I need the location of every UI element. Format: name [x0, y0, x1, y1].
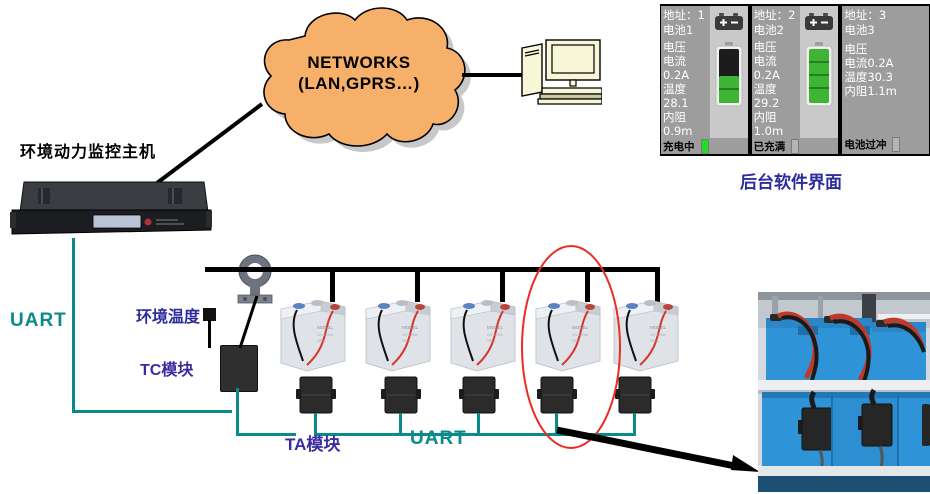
- wire-tc-module-to-uart-bus: [236, 388, 239, 436]
- ta-link-drop-5: [633, 413, 636, 435]
- svg-text:12V 100Ah: 12V 100Ah: [572, 333, 588, 337]
- battery-gauge: [800, 38, 839, 138]
- battery-status-row: 电池过冲: [842, 134, 929, 154]
- battery-card-2[interactable]: 地址：2 电池2 电压 电流0.2A 温度29.2 内阻1.0m: [751, 6, 841, 154]
- svg-text:MODEL: MODEL: [317, 325, 334, 330]
- battery-rack-photo: [758, 292, 930, 492]
- battery-readings: 电压 电流0.2A 温度29.2 内阻1.0m: [753, 40, 784, 138]
- svg-text:VRLA: VRLA: [572, 339, 581, 343]
- monitoring-host-device: [8, 178, 213, 240]
- battery-card-header: 地址：1 电池1: [661, 6, 748, 38]
- battery-status-label: 已充满: [753, 140, 786, 153]
- battery-card-body: 电压 电流0.2A 温度30.3 内阻1.1m: [842, 40, 929, 134]
- ta-link-span-2: [399, 433, 480, 436]
- tc-module-box: [220, 345, 258, 392]
- battery-status-row: 已充满: [752, 138, 839, 154]
- wire-tc-to-bus-horizontal: [236, 433, 296, 436]
- svg-text:MODEL: MODEL: [650, 325, 667, 330]
- power-drop-wire-3: [500, 267, 505, 302]
- svg-text:VRLA: VRLA: [402, 339, 411, 343]
- battery-address-label: 地址：3 电池3: [844, 8, 887, 37]
- cloud-label: NETWORKS (LAN,GPRS…): [245, 52, 473, 94]
- battery-terminal-icon: [800, 6, 839, 38]
- battery-status-led: [791, 138, 800, 154]
- battery-unit: MODEL 12V 100Ah VRLA: [277, 295, 349, 375]
- ta-link-drop-3: [477, 413, 480, 435]
- wire-cloud-to-computer: [462, 73, 524, 77]
- battery-status-label: 电池过冲: [844, 138, 887, 151]
- battery-status-led: [700, 138, 709, 154]
- battery-status-row: 充电中: [661, 138, 748, 154]
- ta-module: [615, 375, 655, 415]
- ta-link-drop-2: [399, 413, 402, 435]
- wire-ct-to-tc-module: [238, 295, 259, 349]
- ta-link-span-1: [314, 433, 402, 436]
- battery-card-1[interactable]: 地址：1 电池1 电压 电流0.2A 温度28.1 内阻0.9m: [661, 6, 750, 154]
- battery-card-header: 地址：2 电池2: [752, 6, 839, 38]
- power-drop-wire-4: [585, 267, 590, 302]
- battery-address-label: 地址：1 电池1: [663, 8, 705, 37]
- power-drop-wire-2: [415, 267, 420, 302]
- svg-text:12V 100Ah: 12V 100Ah: [487, 333, 503, 337]
- battery-unit: MODEL 12V 100Ah VRLA: [532, 295, 604, 375]
- pc-workstation-icon: [520, 36, 603, 108]
- uart-bus-left-horizontal: [72, 410, 232, 413]
- software-panel-caption: 后台软件界面: [740, 173, 842, 192]
- ta-link-drop-4: [555, 413, 558, 435]
- ta-module-label: TA模块: [285, 435, 341, 454]
- uart-bus-left-vertical: [72, 238, 75, 413]
- battery-card-header: 地址：3 电池3: [842, 6, 929, 40]
- svg-text:MODEL: MODEL: [572, 325, 589, 330]
- uart-bottom-label: UART: [410, 428, 467, 449]
- cloud-label-line2: (LAN,GPRS…): [298, 74, 420, 93]
- tc-module-label: TC模块: [140, 362, 194, 379]
- ta-module: [459, 375, 499, 415]
- temperature-sensor-probe: [203, 308, 216, 321]
- battery-card-3[interactable]: 地址：3 电池3 电压 电流0.2A 温度30.3 内阻1.1m 电池过冲: [842, 6, 930, 154]
- uart-left-label: UART: [10, 310, 67, 331]
- power-drop-wire-5: [655, 267, 660, 302]
- wire-cloud-to-host: [151, 102, 264, 188]
- cloud-label-line1: NETWORKS: [307, 53, 411, 72]
- battery-status-led: [892, 136, 901, 152]
- ta-module: [296, 375, 336, 415]
- battery-address-label: 地址：2 电池2: [753, 8, 796, 37]
- svg-text:MODEL: MODEL: [487, 325, 504, 330]
- highlight-ellipse: [521, 245, 621, 449]
- host-title: 环境动力监控主机: [20, 144, 157, 161]
- battery-unit: MODEL 12V 100Ah VRLA: [447, 295, 519, 375]
- battery-readings: 电压 电流0.2A 温度28.1 内阻0.9m: [663, 40, 693, 138]
- battery-terminal-icon: [709, 6, 748, 38]
- cloud-shape: [263, 7, 471, 152]
- svg-text:VRLA: VRLA: [487, 339, 496, 343]
- svg-text:12V 100Ah: 12V 100Ah: [317, 333, 333, 337]
- battery-unit: MODEL 12V 100Ah VRLA: [362, 295, 434, 375]
- wire-temp-sensor-to-tc: [208, 320, 211, 348]
- svg-text:12V 100Ah: 12V 100Ah: [402, 333, 418, 337]
- networks-cloud: NETWORKS (LAN,GPRS…): [245, 6, 495, 166]
- ambient-temperature-label: 环境温度: [136, 309, 201, 326]
- power-drop-wire-1: [330, 267, 335, 302]
- callout-arrow: [556, 426, 760, 472]
- battery-status-label: 充电中: [663, 140, 695, 153]
- ta-link-span-3: [477, 433, 558, 436]
- ta-link-drop-1: [314, 413, 317, 435]
- battery-card-body: 电压 电流0.2A 温度29.2 内阻1.0m: [752, 38, 839, 138]
- battery-card-body: 电压 电流0.2A 温度28.1 内阻0.9m: [661, 38, 748, 138]
- svg-text:VRLA: VRLA: [317, 339, 326, 343]
- svg-text:VRLA: VRLA: [650, 339, 659, 343]
- battery-readings: 电压 电流0.2A 温度30.3 内阻1.1m: [844, 42, 897, 98]
- svg-text:12V 100Ah: 12V 100Ah: [650, 333, 666, 337]
- battery-unit: MODEL 12V 100Ah VRLA: [610, 295, 682, 375]
- svg-text:MODEL: MODEL: [402, 325, 419, 330]
- power-bus-main: [205, 267, 660, 272]
- monitoring-software-panel[interactable]: 地址：1 电池1 电压 电流0.2A 温度28.1 内阻0.9m: [660, 4, 930, 156]
- ta-module: [381, 375, 421, 415]
- battery-gauge: [709, 38, 748, 138]
